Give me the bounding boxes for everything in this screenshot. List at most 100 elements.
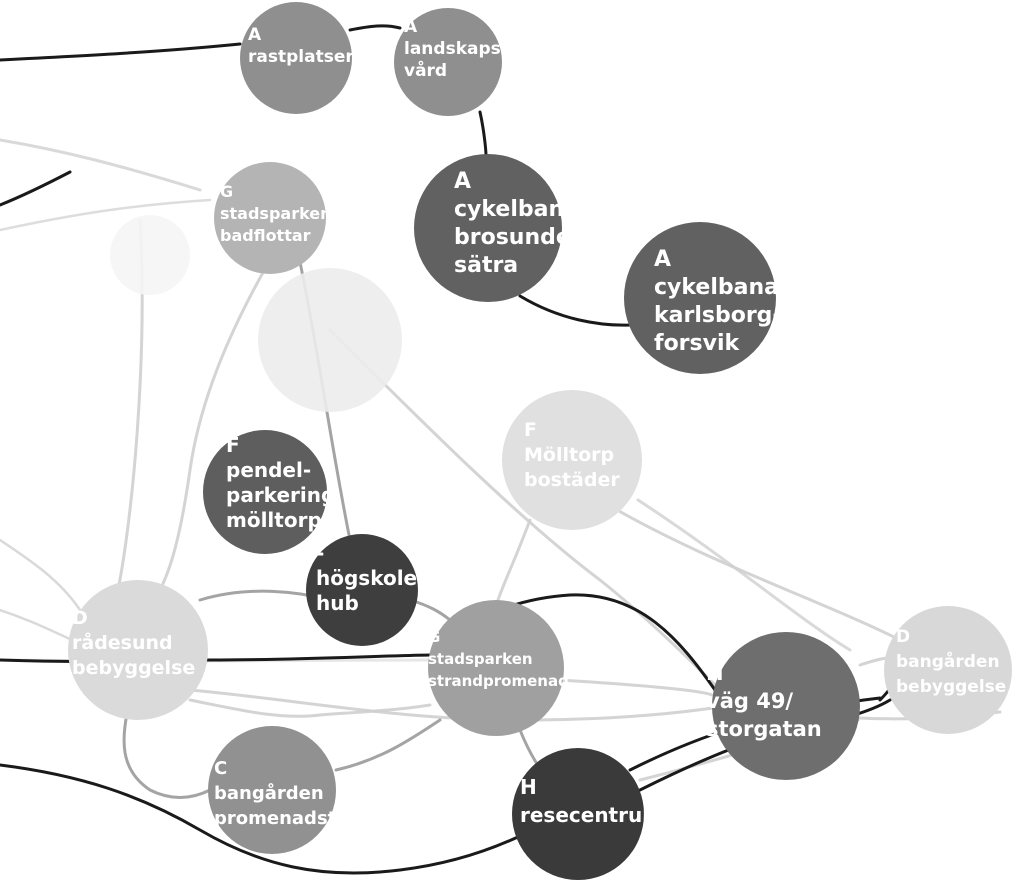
node-label: -högskole-hub <box>316 541 425 615</box>
links-layer <box>0 24 1002 875</box>
node-label-line: bangården <box>896 650 1000 672</box>
node-label-line: cykelbana <box>454 197 579 222</box>
link-light <box>188 698 432 718</box>
node-label-line: strandpromenad <box>428 672 569 690</box>
link-light <box>0 138 202 192</box>
node-label-line: vård <box>404 59 447 81</box>
node-circle <box>512 748 644 880</box>
link-light <box>0 608 74 642</box>
link-dark <box>0 763 522 875</box>
node-circle <box>214 162 326 274</box>
link-light <box>496 518 532 602</box>
node-label-line: F <box>524 419 537 441</box>
node-label-line: D <box>72 607 88 629</box>
node-label-line: G <box>220 182 233 201</box>
node-hogskolehub[interactable]: -högskole-hub <box>306 534 425 646</box>
node-label-line: brosundet - <box>454 225 598 250</box>
node-label-line: resecentrum <box>520 803 663 827</box>
node-circle <box>203 430 327 554</box>
node-circle <box>306 534 418 646</box>
node-label-line: A <box>654 247 671 272</box>
node-label-line: parkering <box>226 483 335 507</box>
node-label-line: bostäder <box>524 469 620 491</box>
link-dark <box>0 653 432 663</box>
link-light <box>558 678 714 697</box>
link-dark <box>0 170 72 207</box>
node-label-line: forsvik <box>654 331 741 356</box>
node-label-line: pendel- <box>226 458 311 482</box>
node-label-line: sätra <box>454 253 518 278</box>
faded-node <box>110 215 190 295</box>
node-label-line: storgatan <box>706 717 822 741</box>
node-circle <box>208 726 336 854</box>
faded-node <box>258 268 402 412</box>
node-label-line: H <box>520 775 537 799</box>
node-label-line: landskaps- <box>404 39 508 59</box>
node-label-line: stadsparken <box>428 650 533 668</box>
node-label-line: D <box>896 627 910 647</box>
link-light <box>598 498 902 642</box>
node-label-line: promenadstig <box>214 808 355 829</box>
node-label-line: bangården <box>214 782 324 804</box>
node-label-line: rastplatser <box>248 47 354 67</box>
node-label-line: stadsparken <box>220 204 332 223</box>
link-light <box>328 328 722 692</box>
link-light <box>636 498 852 652</box>
node-circle <box>414 154 562 302</box>
link-mid <box>122 698 212 799</box>
node-circle <box>68 580 208 720</box>
node-circle <box>428 600 564 736</box>
node-label-line: A <box>454 169 471 194</box>
node-label-line: A <box>404 17 418 37</box>
node-circle <box>884 606 1012 734</box>
node-label-line: badflottar <box>220 226 311 245</box>
node-label-line: G <box>428 628 440 646</box>
link-light <box>158 258 272 592</box>
node-circle <box>394 8 502 116</box>
node-label-line: A <box>248 25 262 45</box>
node-circle <box>712 632 860 780</box>
node-label-line: mölltorp <box>226 508 322 532</box>
node-circle <box>624 222 776 374</box>
node-label-line: högskole- <box>316 566 425 590</box>
node-label-line: cykelbana <box>654 275 779 300</box>
link-mid <box>334 718 442 772</box>
link-dark <box>348 24 402 32</box>
link-dark <box>0 42 242 62</box>
node-label-line: bebyggelse <box>72 657 195 679</box>
node-label-line: hub <box>316 591 359 615</box>
node-label-line: karlsborg- <box>654 303 782 328</box>
node-label-line: bebyggelse <box>896 677 1006 697</box>
node-label-line: F <box>226 433 240 457</box>
link-light <box>0 538 82 612</box>
link-dark <box>478 110 488 158</box>
node-label-line: rådesund <box>72 630 173 654</box>
